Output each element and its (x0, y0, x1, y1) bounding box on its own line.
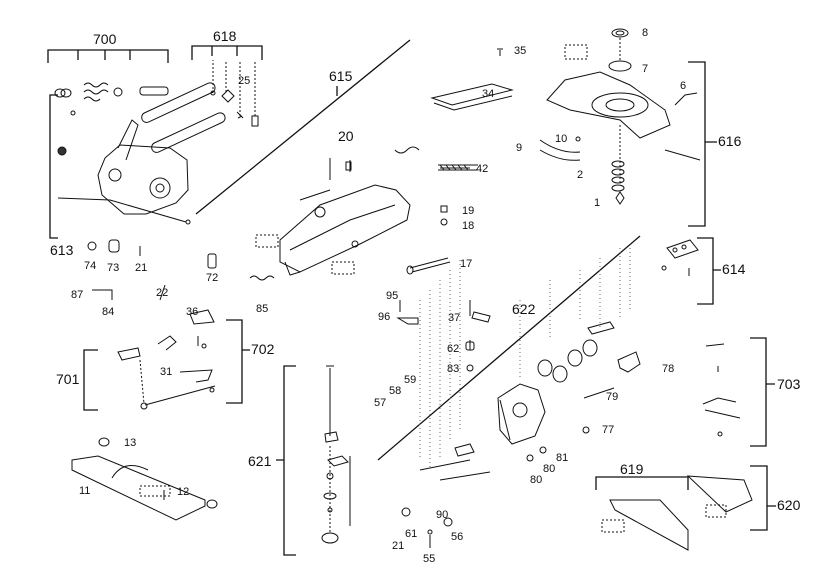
label-701: 701 (56, 371, 80, 387)
label-77: 77 (602, 424, 615, 436)
label-703: 703 (777, 376, 801, 392)
label-73: 73 (107, 262, 120, 274)
label-616: 616 (718, 133, 742, 149)
part-616-turntable (539, 28, 701, 205)
label-25: 25 (238, 75, 251, 87)
label-42: 42 (476, 163, 489, 175)
label-61: 61 (405, 528, 418, 540)
label-58: 58 (389, 385, 402, 397)
label-614: 614 (722, 261, 746, 277)
label-2: 2 (577, 169, 584, 181)
part-621-stack (321, 365, 351, 544)
label-80b: 80 (530, 474, 543, 486)
label-85: 85 (256, 303, 269, 315)
label-19: 19 (462, 205, 475, 217)
label-20: 20 (338, 128, 354, 144)
label-36: 36 (186, 306, 199, 318)
label-81: 81 (556, 452, 569, 464)
label-12: 12 (177, 486, 190, 498)
assembly-brackets (47, 45, 776, 556)
part-615-table (255, 146, 470, 276)
label-56: 56 (451, 531, 464, 543)
part-622-assembly (419, 248, 641, 481)
label-96: 96 (378, 311, 391, 323)
part-bolts (406, 205, 451, 275)
part-small-items-top (345, 48, 514, 171)
label-31: 31 (160, 366, 173, 378)
label-618: 618 (213, 28, 237, 44)
label-62: 62 (447, 343, 460, 355)
label-37: 37 (448, 312, 461, 324)
label-87: 87 (71, 289, 84, 301)
label-700: 700 (93, 31, 117, 47)
label-17: 17 (460, 258, 473, 270)
label-59: 59 (404, 374, 417, 386)
label-9: 9 (516, 142, 523, 154)
label-95: 95 (386, 290, 399, 302)
label-11: 11 (79, 485, 91, 497)
label-34: 34 (482, 88, 495, 100)
label-79: 79 (606, 391, 619, 403)
part-misc-left (87, 239, 491, 325)
label-619: 619 (620, 461, 644, 477)
label-18: 18 (462, 220, 475, 232)
label-83: 83 (447, 363, 460, 375)
label-613: 613 (50, 242, 74, 258)
assembly-leaders (195, 39, 641, 461)
label-21b: 21 (392, 540, 405, 552)
label-6: 6 (680, 80, 687, 92)
label-55: 55 (423, 553, 436, 565)
label-35: 35 (514, 45, 527, 57)
part-703 (702, 343, 741, 437)
part-701-702 (117, 309, 216, 410)
label-57: 57 (374, 397, 387, 409)
label-80a: 80 (543, 463, 556, 475)
label-1: 1 (594, 197, 601, 209)
part-700-springs (54, 82, 169, 102)
label-74: 74 (84, 260, 97, 272)
part-11-fence (71, 437, 218, 521)
label-7: 7 (642, 63, 649, 75)
label-72: 72 (206, 272, 219, 284)
label-621: 621 (248, 453, 272, 469)
label-620: 620 (777, 497, 801, 513)
part-613-assembly (57, 82, 226, 225)
label-90: 90 (436, 509, 449, 521)
label-10: 10 (555, 133, 568, 145)
label-78: 78 (662, 363, 675, 375)
part-614-cover (661, 239, 699, 276)
part-bottom-small (401, 507, 453, 548)
label-21a: 21 (135, 262, 148, 274)
label-22: 22 (156, 287, 169, 299)
part-619-620 (601, 475, 753, 551)
label-84: 84 (102, 306, 115, 318)
label-615: 615 (329, 68, 353, 84)
part-618 (210, 60, 259, 127)
label-622: 622 (512, 301, 536, 317)
label-13: 13 (124, 437, 137, 449)
label-702: 702 (251, 341, 275, 357)
label-8: 8 (642, 27, 649, 39)
